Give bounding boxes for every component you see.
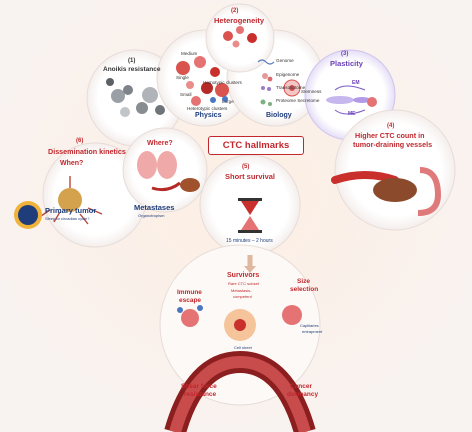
vessel-artwork <box>164 350 316 432</box>
shear-line2: resistance <box>184 391 217 398</box>
shear-line1: Shear force <box>181 383 217 390</box>
anoikis-title: Anoikis resistance <box>103 66 161 73</box>
survival-title: Short survival <box>225 172 276 181</box>
drainage-title-line2: tumor-draining vessels <box>353 140 433 149</box>
when-label: When? <box>60 160 84 167</box>
metastases-sub: Organotropism <box>138 213 165 218</box>
size-sub-line2: entrapment <box>302 329 323 334</box>
primary-tumor-label: Primary tumor <box>45 206 97 215</box>
biology-label-epigenome: Epigenome <box>276 72 300 77</box>
biology-label-transcriptome: Transcriptome <box>276 85 306 90</box>
metastases-artwork <box>137 151 200 192</box>
biology-label: Biology <box>266 112 292 119</box>
primary-tumor-sub: Sleep or circadian cycle? <box>45 216 90 221</box>
plasticity-title: Plasticity <box>330 59 363 68</box>
immune-line1: Immune <box>177 289 202 296</box>
immune-line2: escape <box>179 297 202 304</box>
plasticity-me: ME <box>348 111 356 117</box>
anoikis-cells <box>106 78 165 117</box>
physics-label-homotypic: Homotypic clusters <box>203 80 242 85</box>
physics-label-medium: Medium <box>181 51 198 56</box>
heterogeneity-top-cells <box>223 26 257 48</box>
physics-cells <box>176 56 229 106</box>
plasticity-cells <box>326 85 377 115</box>
physics-label: Physics <box>195 112 222 119</box>
plasticity-em: EM <box>352 80 360 86</box>
where-label: Where? <box>147 140 173 147</box>
physics-label-single: Single <box>176 75 189 80</box>
biology-label-genome: Genome <box>276 58 294 63</box>
size-sub-line1: Capillaries <box>300 323 319 328</box>
competent-line1: Metastasis- <box>231 288 252 293</box>
biology-glyphs <box>257 59 301 106</box>
size-line2: selection <box>290 286 319 293</box>
dissemination-number: (6) <box>76 138 84 144</box>
dormancy-line2: dormancy <box>287 391 319 398</box>
biology-label-proteome: Proteome Secretome <box>276 98 320 103</box>
survival-duration: 15 minutes – 2 hours <box>226 238 273 244</box>
competent-line2: competent <box>233 294 252 299</box>
survivors-subtitle: Rare CTC subset <box>228 281 259 286</box>
ctc-hallmarks-label: CTC hallmarks <box>208 136 304 155</box>
dormancy-line1: Cancer <box>290 383 313 390</box>
anoikis-number: (1) <box>128 58 136 64</box>
drainage-artwork <box>331 167 442 216</box>
survival-number: (5) <box>242 164 250 170</box>
dissemination-title: Dissemination kinetics <box>48 147 126 156</box>
primary-tumor-artwork <box>14 176 103 229</box>
biology-label-stemness: Stemness <box>301 89 322 94</box>
physics-label-small: Small <box>180 92 192 97</box>
drainage-number: (4) <box>387 123 395 129</box>
physics-label-large: Large <box>222 99 234 104</box>
survivors-cells <box>177 305 302 341</box>
survivors-title: Survivors <box>227 272 260 279</box>
heterogeneity-title: Heterogeneity <box>214 16 265 25</box>
drainage-title-line1: Higher CTC count in <box>355 131 425 140</box>
heterogeneity-top-bubble <box>205 3 275 73</box>
cell-sheet-label: Cell sheet <box>234 345 252 350</box>
drainage-bubble <box>334 109 456 231</box>
metastases-label: Metastases <box>134 203 175 212</box>
size-line1: Size <box>297 278 311 285</box>
hourglass-artwork <box>238 198 262 233</box>
heterogeneity-number: (2) <box>231 8 239 14</box>
plasticity-number: (3) <box>341 51 349 57</box>
physics-label-heterotypic: Heterotypic clusters <box>187 106 228 111</box>
